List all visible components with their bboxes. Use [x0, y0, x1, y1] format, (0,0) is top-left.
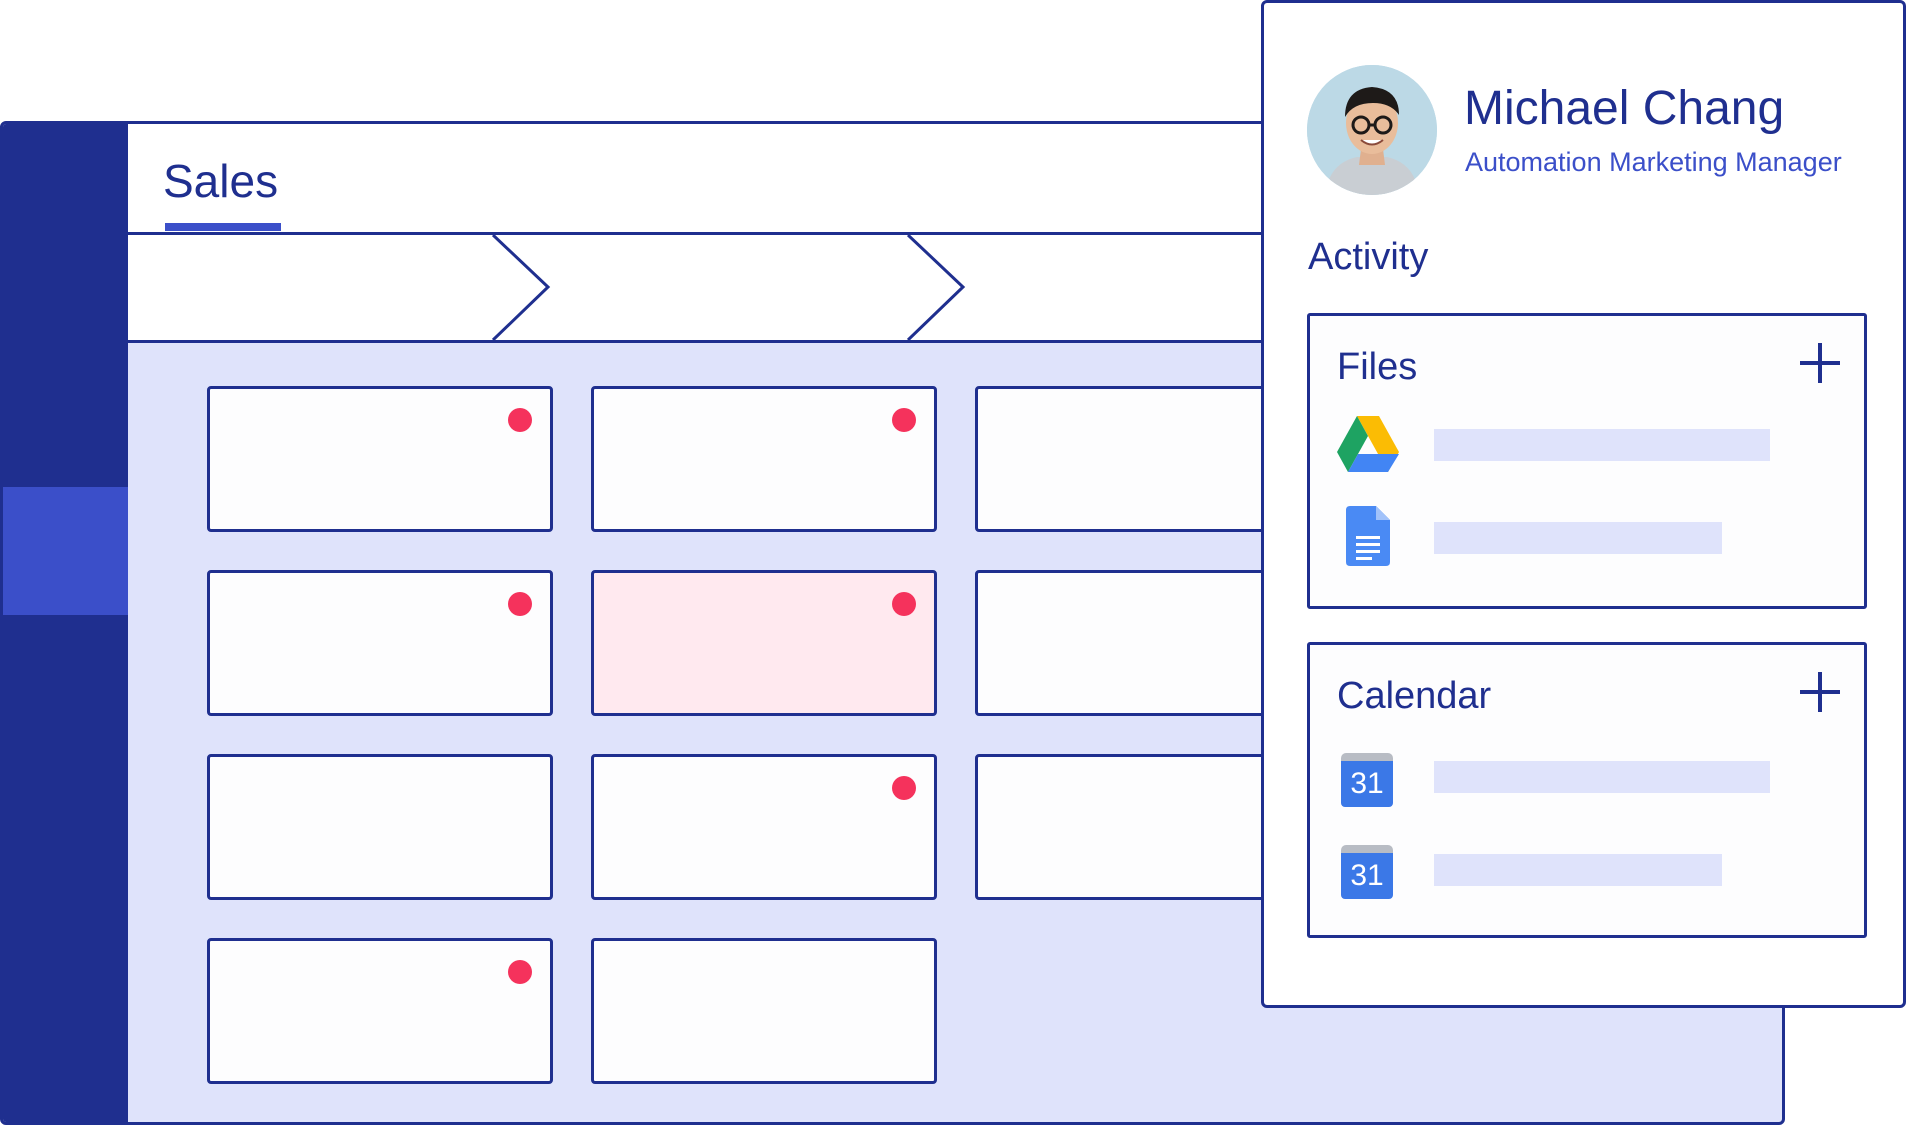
deal-card[interactable] — [207, 386, 553, 532]
deal-card[interactable] — [591, 754, 937, 900]
calendar-item-placeholder[interactable] — [1434, 761, 1770, 793]
calendar-icon-day: 31 — [1341, 853, 1393, 899]
activity-heading: Activity — [1308, 236, 1429, 278]
tab-sales[interactable]: Sales — [163, 155, 279, 207]
pipeline-stage-divider-2 — [906, 235, 966, 340]
google-drive-icon — [1337, 416, 1399, 472]
calendar-icon-day: 31 — [1341, 761, 1393, 807]
google-calendar-icon: 31 — [1341, 753, 1393, 807]
sidebar — [3, 124, 128, 1122]
calendar-section-title: Calendar — [1337, 675, 1492, 717]
deal-card[interactable] — [591, 386, 937, 532]
user-avatar-icon — [1307, 65, 1437, 195]
contact-job-title: Automation Marketing Manager — [1465, 147, 1842, 177]
deal-card[interactable] — [591, 938, 937, 1084]
add-file-button[interactable] — [1800, 343, 1840, 383]
alert-dot-indicator — [892, 592, 916, 616]
deal-card[interactable] — [207, 938, 553, 1084]
pipeline-stage-divider-1 — [491, 235, 551, 340]
add-event-button[interactable] — [1800, 672, 1840, 712]
files-section-title: Files — [1337, 346, 1418, 388]
sidebar-item-active[interactable] — [3, 487, 128, 615]
file-item-placeholder[interactable] — [1434, 522, 1722, 554]
deal-card[interactable] — [207, 754, 553, 900]
alert-dot-indicator — [892, 408, 916, 432]
alert-dot-indicator — [508, 592, 532, 616]
file-item-placeholder[interactable] — [1434, 429, 1770, 461]
google-docs-icon — [1346, 506, 1390, 566]
pipeline-chevrons — [491, 235, 966, 340]
calendar-icon-rings — [1341, 753, 1393, 763]
tab-active-indicator — [165, 223, 281, 231]
files-section: Files — [1307, 313, 1867, 609]
calendar-section: Calendar 31 31 — [1307, 642, 1867, 938]
alert-dot-indicator — [508, 408, 532, 432]
alert-dot-indicator — [892, 776, 916, 800]
deal-card[interactable] — [591, 570, 937, 716]
calendar-icon-rings — [1341, 845, 1393, 855]
deal-card[interactable] — [207, 570, 553, 716]
contact-panel: Michael Chang Automation Marketing Manag… — [1261, 0, 1906, 1008]
google-calendar-icon: 31 — [1341, 845, 1393, 899]
calendar-item-placeholder[interactable] — [1434, 854, 1722, 886]
contact-name: Michael Chang — [1464, 82, 1785, 135]
avatar — [1307, 65, 1437, 195]
alert-dot-indicator — [508, 960, 532, 984]
